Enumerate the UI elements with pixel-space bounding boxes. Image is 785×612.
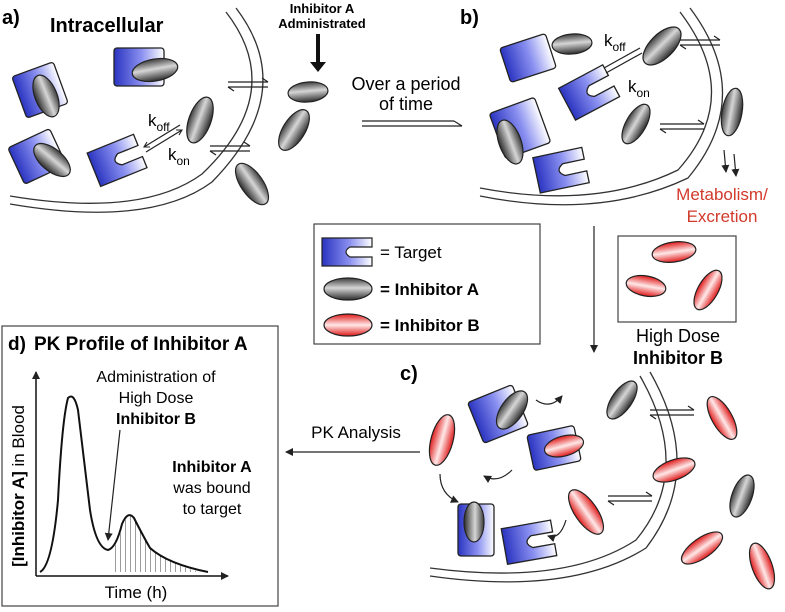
equilibrium-arrows (143, 124, 183, 153)
inhibitor-b-icon (567, 489, 605, 535)
target-icon (86, 133, 148, 188)
target-icon (532, 146, 590, 194)
high-dose-box: High Dose Inhibitor B (617, 235, 737, 368)
administered-line1: Inhibitor A (290, 1, 355, 16)
inhibitor-a-icon (234, 162, 270, 206)
cell-membrane-outer (429, 371, 678, 583)
annotation-2-line2: was bound (172, 480, 250, 497)
panel-a: a) Intracellular (2, 1, 366, 213)
transition-arrow (362, 120, 463, 127)
y-axis-label: [Inhibitor A] in Blood (9, 405, 28, 567)
high-dose-line2: Inhibitor B (633, 348, 723, 368)
inhibitor-b-icon (706, 396, 738, 440)
inhibitor-a-icon (32, 74, 60, 118)
metabolism-line2: Excretion (687, 207, 758, 226)
inhibitor-a-icon (642, 26, 682, 66)
inhibitor-a-icon (729, 474, 755, 518)
inhibitor-b-icon (625, 274, 667, 298)
equilibrium-arrows (603, 35, 740, 177)
inhibitor-a-icon (496, 119, 524, 165)
inhibitor-b-icon (651, 241, 697, 263)
inhibitor-a-icon (720, 87, 744, 137)
panel-c-label: c) (400, 363, 418, 385)
pk-curve (39, 395, 209, 573)
membrane-crossing-arrows (209, 77, 269, 156)
kon-label: kon (628, 77, 650, 100)
panel-d: d) PK Profile of Inhibitor A [Inhibitor … (1, 325, 279, 607)
target-icon (499, 33, 557, 83)
inhibitor-a-icon (186, 96, 214, 144)
cell-membrane-inner (9, 11, 253, 204)
hatched-area (112, 515, 200, 572)
over-time-line1: Over a period (351, 74, 460, 94)
target-icon (500, 519, 558, 565)
annotation-1-line2: High Dose (119, 390, 194, 407)
annotation-2-line3: to target (183, 501, 242, 518)
pk-profile-title: PK Profile of Inhibitor A (34, 334, 248, 355)
inhibitor-a-icon (463, 501, 485, 543)
inhibitor-a-icon (131, 57, 179, 83)
annotation-1-line3: Inhibitor B (116, 411, 196, 428)
koff-label: koff (148, 111, 170, 134)
inhibitor-b-icon (428, 414, 456, 466)
panel-b-label: b) (460, 7, 479, 29)
over-time-line2: of time (379, 94, 433, 114)
x-axis-label: Time (h) (105, 583, 168, 602)
cell-membrane-outer (9, 7, 264, 213)
legend-target-label: = Target (380, 243, 442, 262)
inhibitor-a-icon (287, 81, 329, 103)
cell-membrane-inner (479, 11, 713, 197)
inhibitor-b-icon (652, 457, 696, 483)
down-arrow-icon (310, 34, 326, 72)
inhibitor-a-icon (323, 277, 373, 301)
inhibitor-a-icon (551, 33, 593, 55)
target-icon (557, 63, 621, 121)
inhibitor-a-icon (278, 109, 310, 151)
legend-inhibitor-b-label: = Inhibitor B (380, 316, 480, 335)
inhibitor-b-icon (693, 269, 723, 311)
legend-inhibitor-a-label: = Inhibitor A (380, 280, 479, 299)
koff-label: koff (604, 31, 626, 54)
panel-b: b) (460, 7, 768, 226)
panel-a-label: a) (2, 7, 20, 29)
kon-label: kon (168, 145, 190, 168)
administered-line2: Administrated (278, 16, 365, 31)
metabolism-line1: Metabolism/ (676, 185, 768, 204)
inhibitor-a-icon (621, 103, 651, 145)
high-dose-line1: High Dose (636, 326, 720, 346)
inhibitor-a-icon (33, 142, 71, 178)
inhibitor-b-icon (543, 434, 585, 458)
cell-membrane-inner (429, 375, 667, 574)
inhibitor-b-icon (323, 313, 373, 337)
cell-membrane-outer (479, 7, 724, 206)
inhibitor-b-icon (748, 542, 776, 590)
intracellular-label: Intracellular (50, 15, 164, 37)
legend: = Target = Inhibitor A = Inhibitor B (313, 223, 541, 345)
target-icon (321, 237, 373, 267)
inhibitor-b-icon (680, 531, 724, 565)
equilibrium-arrows (439, 395, 695, 543)
inhibitor-a-icon (495, 390, 529, 430)
annotation-2-line1: Inhibitor A (172, 459, 252, 476)
annotation-1-arrow (104, 429, 121, 541)
pk-analysis-label: PK Analysis (311, 423, 401, 442)
annotation-1-line1: Administration of (96, 369, 216, 386)
inhibitor-a-icon (606, 380, 638, 420)
panel-c: c) (400, 363, 776, 590)
panel-d-label: d) (8, 334, 26, 355)
